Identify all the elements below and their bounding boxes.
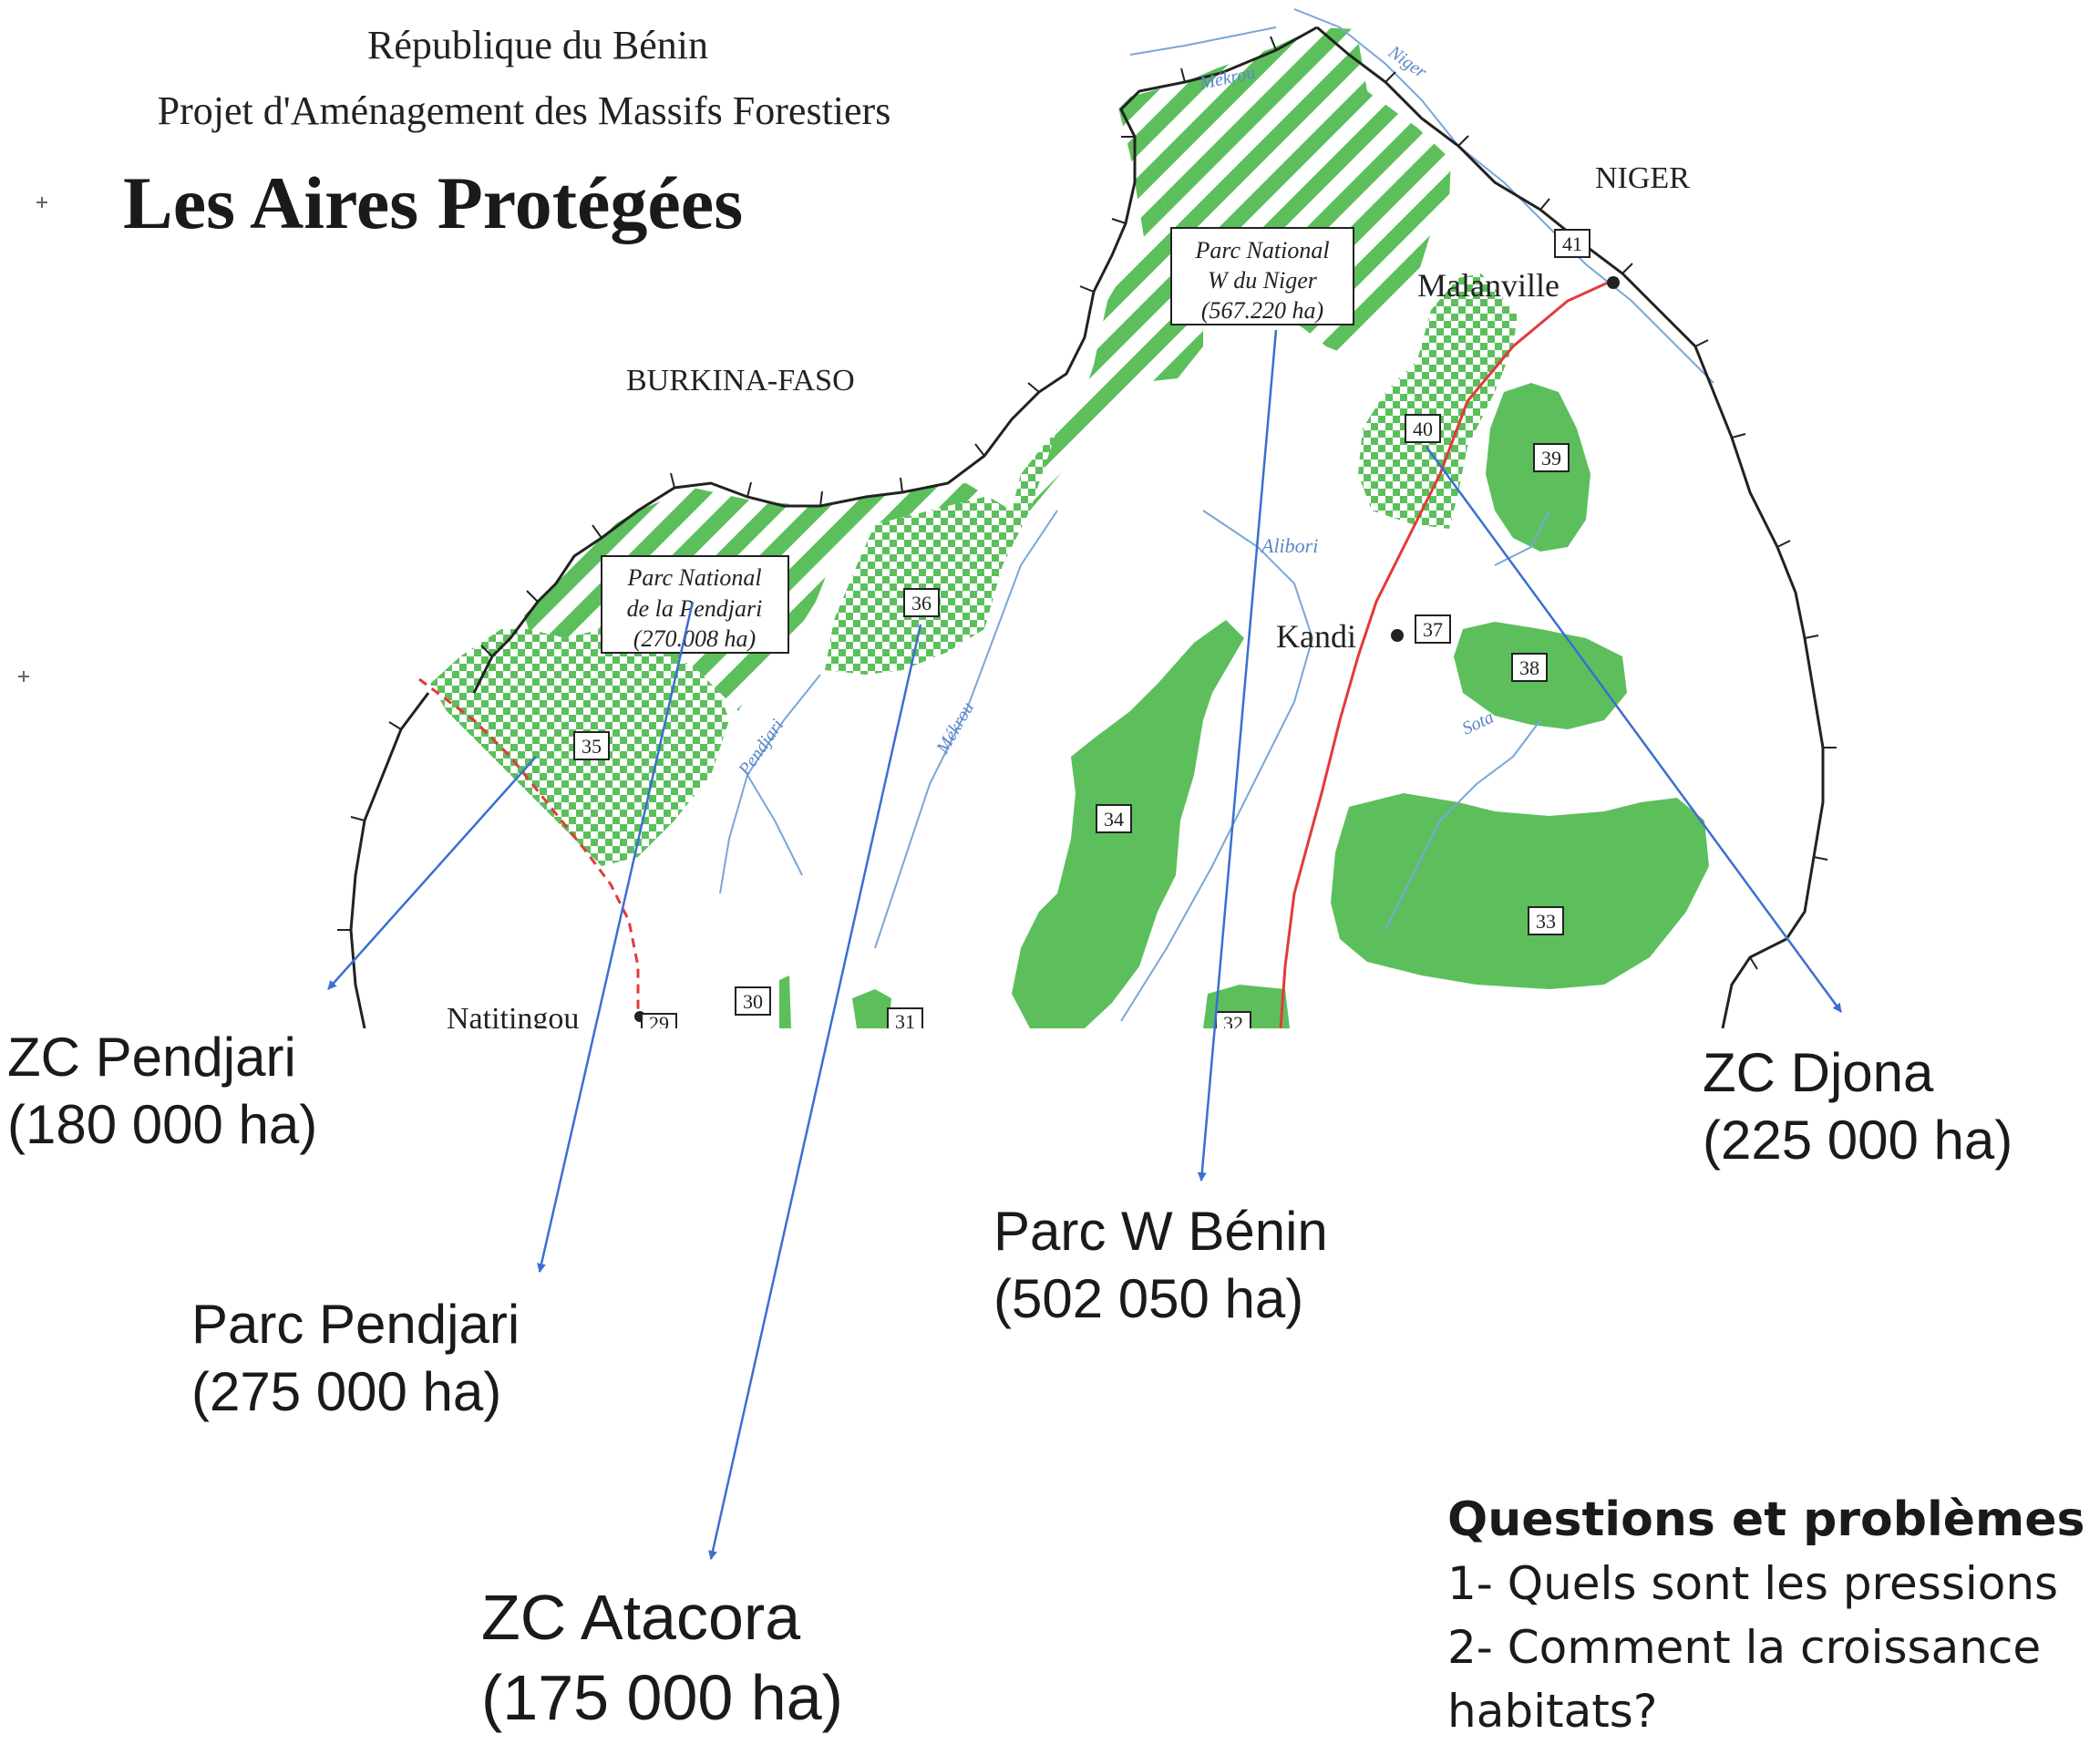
label-parc-pendjari: Parc Pendjari (275 000 ha) (191, 1294, 520, 1422)
header-line1: République du Bénin (367, 23, 708, 67)
arrow-zc-pendjari (327, 756, 537, 990)
label-parc-w: Parc W Bénin (502 050 ha) (993, 1201, 1328, 1329)
road-west (418, 677, 640, 1012)
label-box-pendjari: Parc National de la Pendjari (270.008 ha… (601, 555, 789, 654)
zc-atacora-area (825, 428, 1057, 675)
question-2-cont: habitats? (1447, 1685, 1658, 1738)
svg-text:36: 36 (911, 592, 932, 614)
zone-39: 39 (1533, 443, 1570, 472)
arrow-parc-pendjari (537, 601, 695, 1273)
svg-text:38: 38 (1519, 656, 1539, 679)
river-niger-line (1293, 8, 1714, 384)
zone-30: 30 (735, 986, 771, 1016)
river-alibori-label: Alibori (1260, 534, 1318, 557)
label-box-w-niger: Parc National W du Niger (567.220 ha) (1170, 227, 1354, 325)
zone-38: 38 (1511, 653, 1548, 682)
river-sota-line (1385, 719, 1541, 931)
zone-41: 41 (1554, 229, 1590, 258)
svg-text:35: 35 (582, 735, 602, 758)
town-kandi: Kandi (1276, 618, 1404, 655)
svg-text:37: 37 (1423, 618, 1443, 641)
svg-text:40: 40 (1413, 418, 1433, 440)
svg-text:31: 31 (895, 1010, 915, 1033)
question-1: 1- Quels sont les pressions (1447, 1557, 2059, 1610)
river-mekrou-line (1129, 26, 1277, 56)
forest-33 (1331, 793, 1709, 989)
svg-text:Parc National: Parc National (1194, 237, 1329, 263)
registration-marks (18, 197, 47, 682)
arrow-parc-w (1197, 329, 1278, 1182)
park-w-niger-area (1117, 27, 1451, 356)
zone-37: 37 (1415, 614, 1451, 644)
zone-number-boxes: 41 40 39 37 38 36 35 34 33 30 31 32 29 (573, 229, 1590, 1042)
svg-text:33: 33 (1536, 910, 1556, 933)
river-alibori-line (1120, 510, 1314, 1022)
road (1279, 276, 1619, 1029)
town-malanville: Malanville (1417, 267, 1620, 304)
country-burkina: BURKINA-FASO (626, 364, 855, 397)
zone-35: 35 (573, 731, 610, 760)
zone-34: 34 (1096, 804, 1132, 833)
questions-title: Questions et problèmes (1447, 1492, 2085, 1547)
svg-text:41: 41 (1562, 232, 1582, 255)
zone-33: 33 (1528, 906, 1564, 935)
annotation-arrows (327, 329, 1843, 1560)
svg-text:Malanville: Malanville (1417, 267, 1560, 304)
svg-text:30: 30 (743, 990, 763, 1013)
map-panel: République du Bénin Projet d'Aménagement… (18, 8, 1837, 1042)
country-niger: NIGER (1595, 161, 1690, 195)
svg-text:(270.008 ha): (270.008 ha) (633, 625, 756, 652)
zc-djona-area (1358, 274, 1518, 529)
label-zc-djona: ZC Djona (225 000 ha) (1703, 1042, 2013, 1171)
svg-text:39: 39 (1541, 447, 1561, 470)
map-title: Les Aires Protégées (123, 161, 743, 244)
forest-30 (779, 976, 791, 1028)
label-zc-atacora: ZC Atacora (175 000 ha) (481, 1582, 843, 1733)
rivers (719, 8, 1714, 1022)
svg-text:W du Niger: W du Niger (1208, 267, 1318, 294)
svg-text:de la Pendjari: de la Pendjari (627, 595, 763, 622)
zone-36: 36 (903, 588, 940, 617)
arrow-zc-djona (1425, 446, 1843, 1013)
question-2: 2- Comment la croissance (1447, 1621, 2042, 1674)
national-border (349, 26, 1825, 1029)
river-mekrou-south-line (874, 510, 1058, 949)
svg-text:34: 34 (1104, 808, 1124, 831)
header-line2: Projet d'Aménagement des Massifs Foresti… (158, 88, 891, 133)
forest-31 (852, 989, 891, 1028)
border-ticks (337, 36, 1837, 970)
arrow-zc-atacora (708, 624, 922, 1560)
questions-panel: Questions et problèmes 1- Quels sont les… (1447, 1488, 2100, 1755)
zone-40: 40 (1405, 414, 1441, 443)
svg-text:Kandi: Kandi (1276, 618, 1356, 655)
svg-text:Parc National: Parc National (626, 564, 761, 591)
label-zc-pendjari: ZC Pendjari (180 000 ha) (7, 1027, 318, 1155)
svg-text:(567.220 ha): (567.220 ha) (1201, 297, 1323, 324)
park-w-niger-arm (1012, 187, 1203, 511)
